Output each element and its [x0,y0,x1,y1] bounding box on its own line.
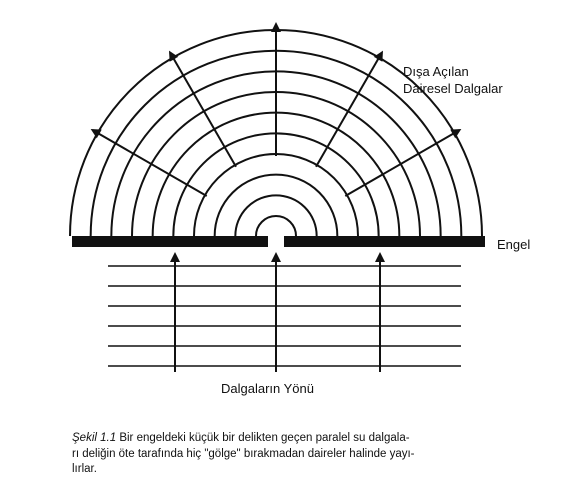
caption-line3: lırlar. [72,463,97,475]
outgoing-wave-arrow [90,129,208,197]
parallel-wavefronts [108,265,461,367]
figure-caption: Şekil 1.1 Bir engeldeki küçük bir delikt… [72,431,512,478]
outgoing-waves-label-line2: Dairesel Dalgalar [403,81,503,96]
outgoing-wave-arrow [344,128,462,197]
circular-wavefront [234,194,318,237]
outgoing-waves-label: Dışa Açılan Dairesel Dalgalar [403,63,503,97]
obstacle-label: Engel [497,237,531,252]
caption-text-line1: Bir engeldeki küçük bir delikten geçen p… [119,432,410,444]
outgoing-wave-arrow [315,50,383,168]
outgoing-waves-label-line1: Dışa Açılan [403,64,469,79]
circular-wavefront [213,173,339,237]
barrier-left [72,236,268,247]
caption-line1: Şekil 1.1 Bir engeldeki küçük bir delikt… [72,431,512,447]
wave-direction-label: Dalgaların Yönü [221,381,314,396]
wave-direction-arrows [90,22,462,372]
circular-wavefront [255,215,297,237]
caption-line2: rı deliğin öte tarafında hiç "gölge" bır… [72,447,415,460]
barrier-right [284,236,485,247]
outgoing-wave-arrow [169,50,237,168]
caption-figure-number: Şekil 1.1 [72,432,117,444]
